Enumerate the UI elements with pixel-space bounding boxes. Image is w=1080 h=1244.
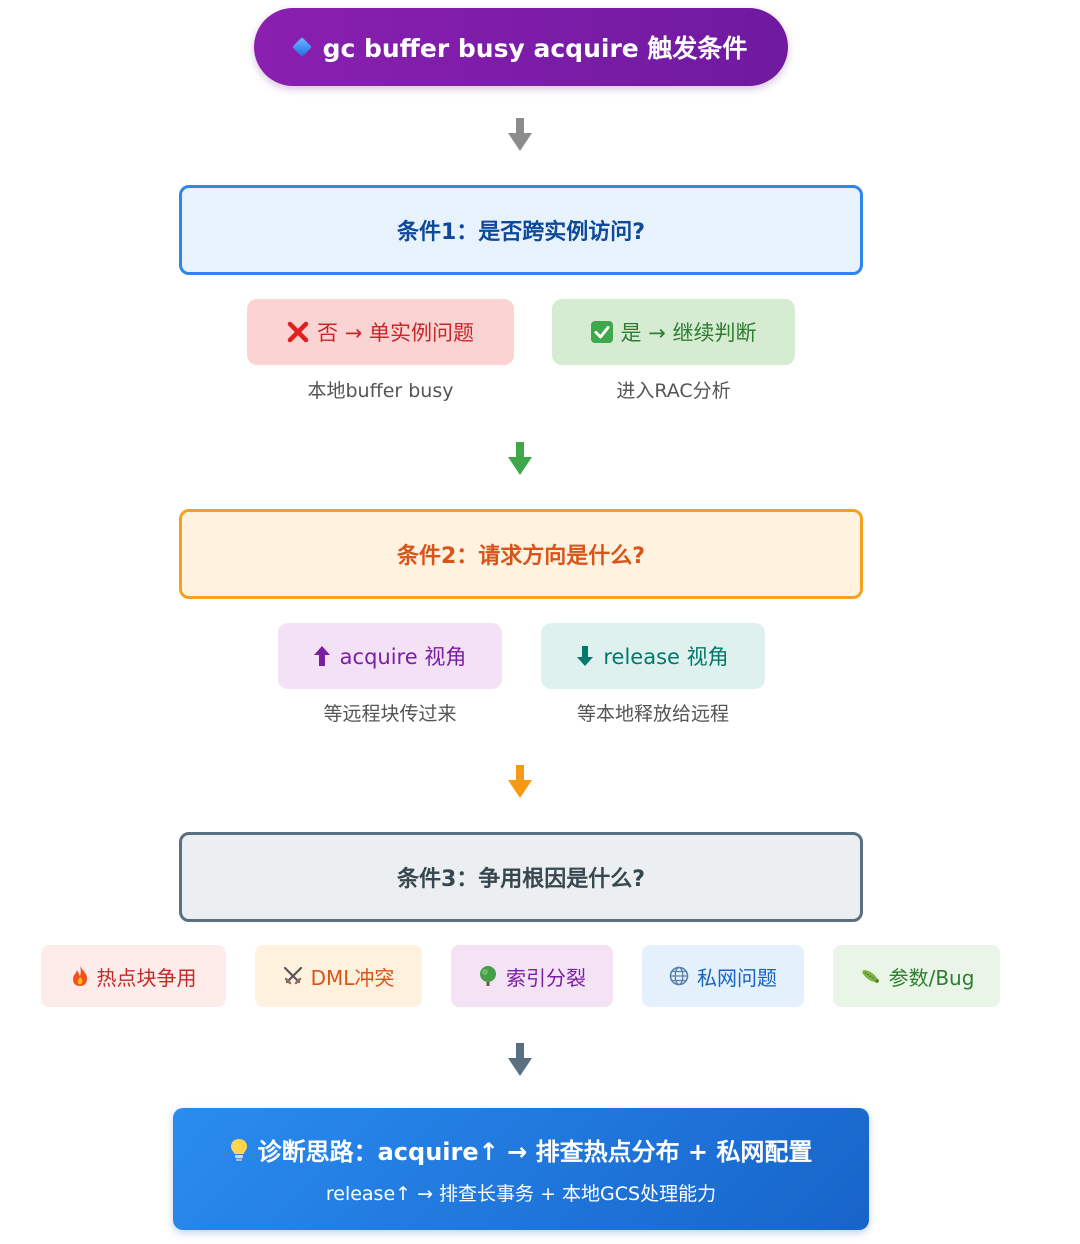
yes-option-box: 是 → 继续判断: [552, 299, 795, 365]
cause-private-network: 私网问题: [642, 945, 804, 1007]
no-option-label: 否 → 单实例问题: [317, 321, 474, 345]
title-text: gc buffer busy acquire 触发条件: [322, 34, 748, 63]
check-mark-icon: [590, 321, 613, 343]
release-option-box: release 视角: [541, 623, 765, 689]
down-arrow-icon: [500, 115, 540, 155]
down-arrow-small-icon: [577, 646, 594, 666]
fire-icon: [71, 965, 89, 987]
light-bulb-icon: [230, 1138, 248, 1162]
condition-2-label: 条件2：请求方向是什么?: [396, 544, 646, 569]
cause-index-split: 索引分裂: [451, 945, 613, 1007]
blue-diamond-icon: [291, 37, 312, 57]
down-arrow-icon: [500, 762, 540, 802]
cause-label: DML冲突: [310, 965, 395, 990]
condition-1-label: 条件1：是否跨实例访问?: [396, 220, 646, 245]
no-option-box: 否 → 单实例问题: [247, 299, 514, 365]
bug-icon: [859, 967, 881, 985]
acquire-option-box: acquire 视角: [278, 623, 502, 689]
cause-label: 索引分裂: [506, 965, 586, 990]
condition-3-label: 条件3：争用根因是什么?: [396, 867, 646, 892]
yes-option-note: 进入RAC分析: [616, 380, 731, 402]
acquire-option-label: acquire 视角: [339, 645, 467, 669]
condition-2-box: 条件2：请求方向是什么?: [179, 509, 863, 599]
cause-label: 热点块争用: [96, 965, 197, 990]
summary-line-2: release↑ → 排查长事务 + 本地GCS处理能力: [325, 1183, 717, 1205]
release-option-note: 等本地释放给远程: [576, 703, 729, 725]
down-arrow-icon: [500, 1040, 540, 1080]
crossed-swords-icon: [283, 966, 303, 986]
diagram-title: gc buffer busy acquire 触发条件: [254, 8, 788, 86]
condition-3-box: 条件3：争用根因是什么?: [179, 832, 863, 922]
cause-dml-conflict: DML冲突: [255, 945, 422, 1007]
diagnosis-summary-box: 诊断思路：acquire↑ → 排查热点分布 + 私网配置 release↑ →…: [173, 1108, 869, 1230]
cross-mark-icon: [287, 321, 309, 343]
cause-param-bug: 参数/Bug: [833, 945, 1000, 1007]
release-option-label: release 视角: [603, 645, 729, 669]
no-option-note: 本地buffer busy: [307, 380, 454, 402]
down-arrow-icon: [500, 439, 540, 479]
tree-icon: [478, 965, 498, 987]
yes-option-label: 是 → 继续判断: [620, 321, 757, 345]
summary-line-1: 诊断思路：acquire↑ → 排查热点分布 + 私网配置: [257, 1138, 813, 1166]
cause-hot-block: 热点块争用: [41, 945, 226, 1007]
globe-icon: [669, 966, 689, 986]
condition-1-box: 条件1：是否跨实例访问?: [179, 185, 863, 275]
up-arrow-icon: [313, 646, 330, 666]
cause-label: 参数/Bug: [888, 965, 975, 990]
acquire-option-note: 等远程块传过来: [323, 703, 457, 725]
cause-label: 私网问题: [697, 965, 777, 990]
